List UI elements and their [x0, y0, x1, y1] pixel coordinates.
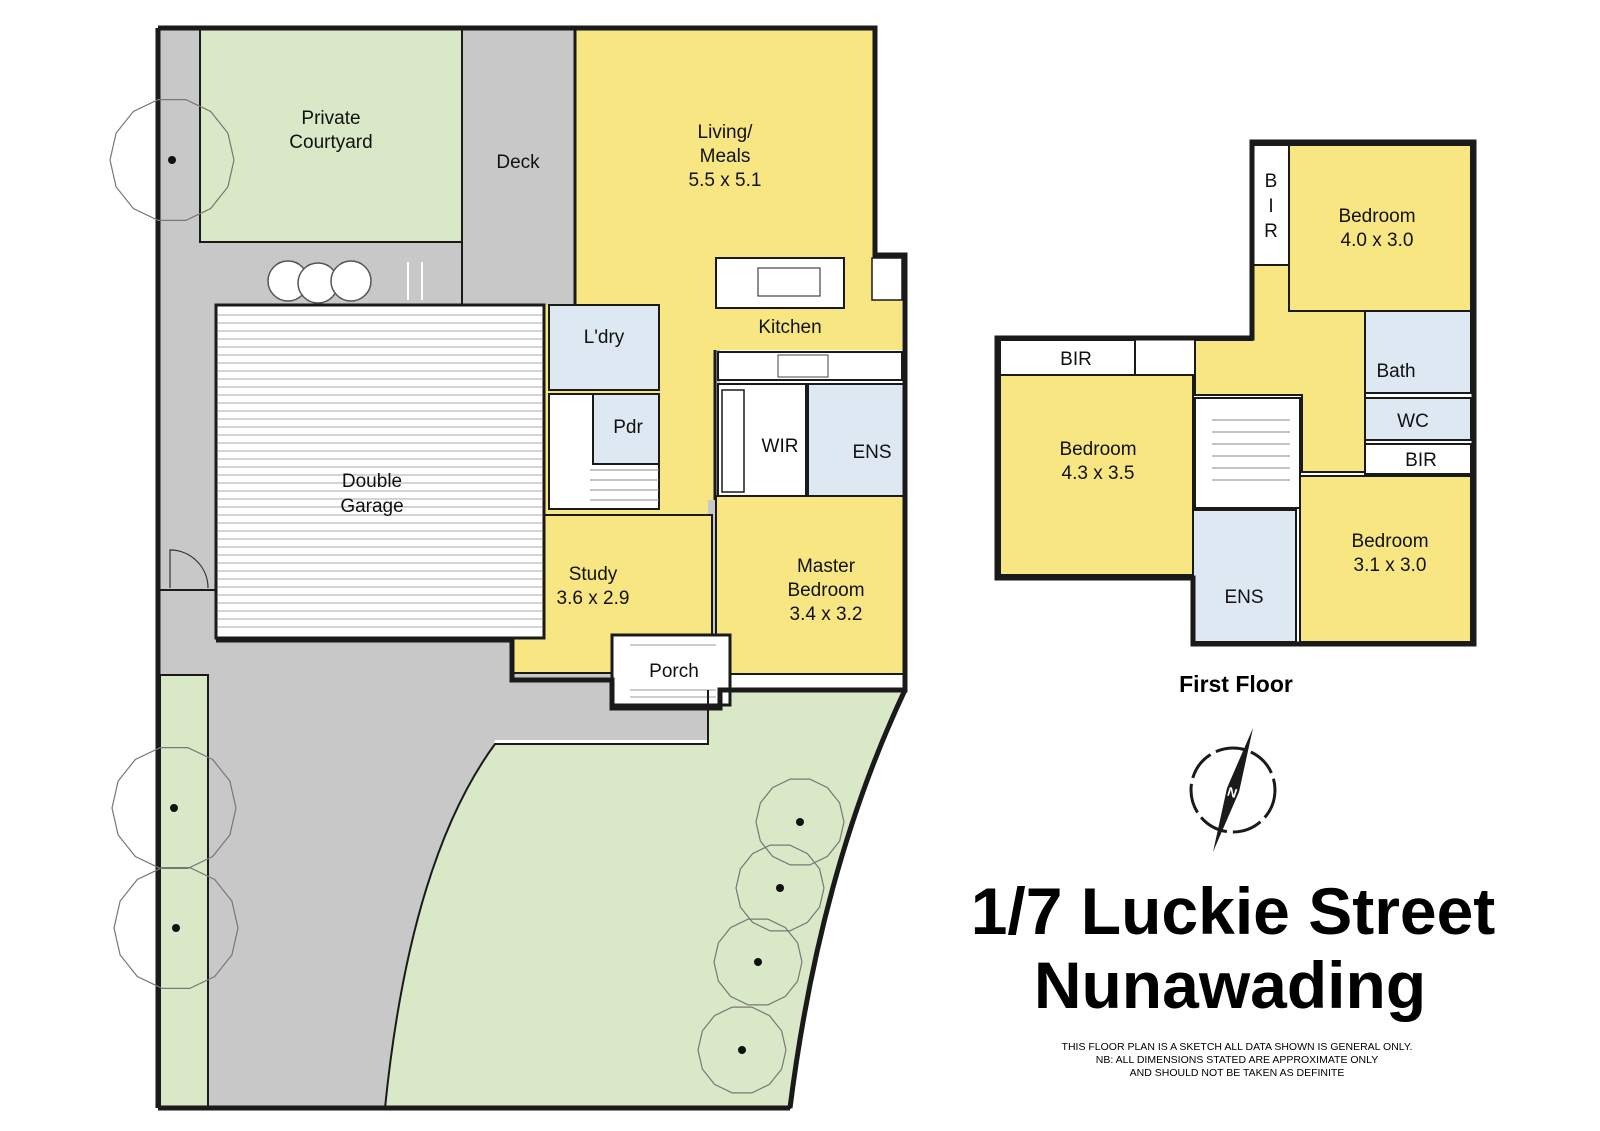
- first-floor-stairs: [1194, 397, 1301, 509]
- first-floor-bath: [1364, 310, 1472, 394]
- tree-trunk-dot: [738, 1046, 746, 1054]
- tree-trunk-dot: [796, 818, 804, 826]
- tree-icon: [713, 918, 803, 1006]
- fridge-space: [871, 257, 903, 301]
- label-master-2: Bedroom: [787, 580, 864, 601]
- tree-icon: [111, 747, 237, 869]
- first-floor: [994, 139, 1477, 647]
- first-floor-outer-wall: [994, 139, 1477, 647]
- label-bir-v-1: B: [1265, 171, 1278, 192]
- first-floor-bedroom-top: [1288, 144, 1472, 312]
- ground-floor: [109, 25, 908, 1111]
- label-garage-1: Double: [342, 471, 402, 492]
- label-ens-first: ENS: [1224, 587, 1263, 608]
- label-bed-right-2: 3.1 x 3.0: [1354, 555, 1427, 576]
- label-living-3: 5.5 x 5.1: [689, 170, 762, 191]
- kitchen-island: [715, 257, 845, 309]
- tree-icon: [735, 844, 825, 932]
- north-compass: N: [1189, 728, 1277, 852]
- side-garden: [159, 674, 209, 1108]
- first-floor-bedroom-left: [999, 374, 1194, 576]
- label-garage-2: Garage: [340, 496, 403, 517]
- address-line-1: 1/7 Luckie Street: [971, 874, 1496, 948]
- label-study-2: 3.6 x 2.9: [557, 588, 630, 609]
- label-bed-top-2: 4.0 x 3.0: [1341, 230, 1414, 251]
- compass-needle-tail: [1213, 788, 1239, 852]
- side-door-swing: [169, 549, 209, 589]
- label-bir-v-3: R: [1264, 221, 1278, 242]
- first-floor-label: First Floor: [1179, 671, 1293, 697]
- first-floor-bir-right: [1364, 443, 1472, 475]
- laundry-room: [548, 304, 660, 391]
- first-floor-ensuite: [1192, 509, 1297, 643]
- porch: [610, 633, 732, 707]
- disclaimer-line-2: NB: ALL DIMENSIONS STATED ARE APPROXIMAT…: [1096, 1054, 1378, 1066]
- tree-trunk-dot: [168, 156, 176, 164]
- label-bath: Bath: [1376, 361, 1415, 382]
- label-wc: WC: [1397, 411, 1429, 432]
- label-courtyard-1: Private: [301, 108, 360, 129]
- tree-trunk-dot: [170, 804, 178, 812]
- disclaimer-line-3: AND SHOULD NOT BE TAKEN AS DEFINITE: [1130, 1067, 1345, 1079]
- label-deck: Deck: [496, 152, 540, 173]
- label-study-1: Study: [569, 564, 618, 585]
- tree-icon: [113, 867, 239, 989]
- label-laundry: L'dry: [584, 327, 625, 348]
- cooktop: [777, 354, 829, 378]
- label-living-1: Living/: [698, 122, 754, 143]
- label-bed-left-2: 4.3 x 3.5: [1062, 463, 1135, 484]
- compass-needle-icon: [1227, 728, 1253, 792]
- wir-robe-left: [721, 389, 745, 493]
- label-bir-left: BIR: [1060, 349, 1092, 370]
- tree-trunk-dot: [776, 884, 784, 892]
- label-porch: Porch: [649, 661, 699, 682]
- ground-outer-wall: [158, 25, 908, 711]
- label-wir: WIR: [762, 436, 799, 457]
- address-line-2: Nunawading: [1034, 948, 1426, 1022]
- label-bed-top-1: Bedroom: [1338, 206, 1415, 227]
- label-bed-right-1: Bedroom: [1351, 531, 1428, 552]
- label-courtyard-2: Courtyard: [289, 132, 372, 153]
- private-courtyard: [199, 27, 463, 243]
- label-living-2: Meals: [700, 146, 751, 167]
- label-bed-left-1: Bedroom: [1059, 439, 1136, 460]
- label-bir-v-2: I: [1268, 196, 1273, 217]
- ensuite-ground: [807, 383, 907, 497]
- label-master-3: 3.4 x 3.2: [790, 604, 863, 625]
- outdoor-setting: [267, 260, 372, 304]
- powder-room-inner: [592, 393, 660, 465]
- tree-trunk-dot: [754, 958, 762, 966]
- master-bedroom: [715, 495, 907, 675]
- deck-boards: [407, 262, 423, 300]
- label-powder: Pdr: [613, 417, 643, 438]
- label-kitchen: Kitchen: [758, 317, 821, 338]
- first-floor-wc: [1364, 397, 1472, 441]
- tree-icon: [109, 99, 235, 221]
- label-master-1: Master: [797, 556, 856, 577]
- room-labels: Private Courtyard Deck Living/ Meals 5.5…: [289, 108, 1437, 697]
- tree-icon: [697, 1006, 787, 1094]
- compass-letter: N: [1225, 784, 1239, 801]
- tree-trunk-dot: [172, 924, 180, 932]
- double-garage: [214, 303, 546, 640]
- tree-icon: [755, 778, 845, 866]
- disclaimer-line-1: THIS FLOOR PLAN IS A SKETCH ALL DATA SHO…: [1062, 1041, 1413, 1053]
- label-bir-right: BIR: [1405, 450, 1437, 471]
- label-ens-ground: ENS: [852, 442, 891, 463]
- right-boundary-curve: [787, 688, 908, 1109]
- kitchen-sink: [757, 267, 821, 297]
